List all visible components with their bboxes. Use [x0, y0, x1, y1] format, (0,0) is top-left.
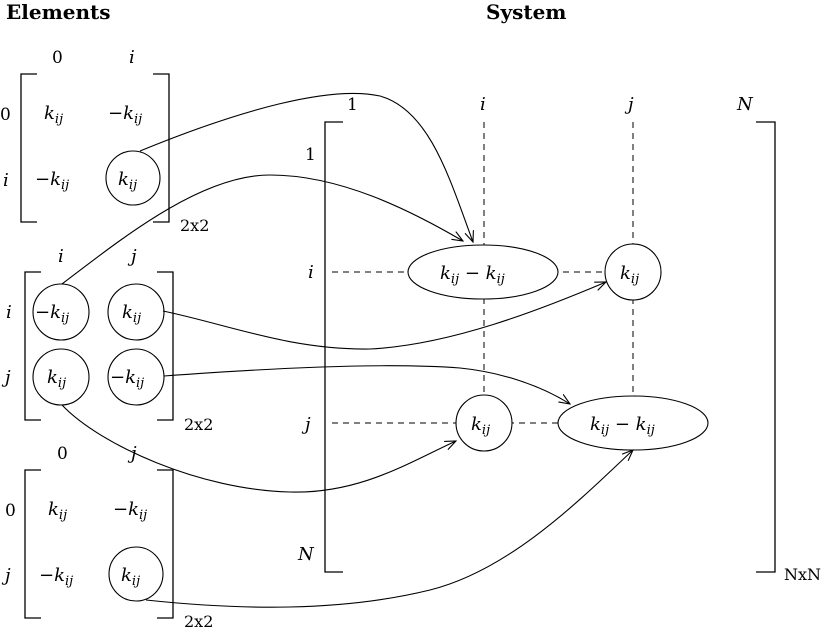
e2-circle-00	[32, 283, 90, 341]
e1-left-bracket	[20, 73, 37, 223]
e3-row-label-0: 0	[5, 501, 16, 521]
e3-col-label-0: 0	[57, 444, 68, 464]
e1-highlight-circle	[105, 150, 161, 206]
e3-cell-11: kij​	[121, 565, 140, 589]
e1-col-label-1: i	[129, 47, 135, 68]
e3-row-label-1: j	[1, 565, 11, 586]
e2-circle-11	[107, 348, 165, 406]
e1-cell-10: −kij​	[35, 169, 69, 193]
sys-col-label-j: j	[624, 94, 634, 115]
e1-col-label-0: 0	[52, 48, 63, 68]
e1-size-label: 2x2	[180, 216, 209, 235]
sys-row-label-1: 1	[305, 145, 316, 165]
e1-row-label-0: 0	[0, 105, 11, 125]
sys-size-label: NxN	[784, 565, 821, 584]
e2-size-label: 2x2	[184, 415, 213, 434]
sys-col-label-i: i	[480, 94, 486, 115]
e3-cell-00: kij​	[48, 499, 67, 523]
e1-row-label-1: i	[3, 170, 9, 191]
e3-right-bracket	[157, 469, 174, 619]
element-matrix-2: i j i j −kij​ kij​ kij​ −kij​ 2x2	[1, 246, 213, 434]
e2-col-label-0: i	[58, 246, 64, 267]
e3-cell-10: −kij​	[39, 565, 73, 589]
e1-cell-01: −kij​	[108, 103, 142, 127]
sys-row-label-j: j	[301, 414, 311, 435]
sys-entry-ji: kij​	[471, 414, 490, 438]
sys-entry-jj: kij​ − kij​	[590, 414, 655, 438]
e2-cell-10: kij​	[47, 367, 66, 391]
arrow-e2-ji-to-sys-ji	[61, 404, 456, 493]
assembly-arrows	[61, 92, 633, 608]
e3-size-label: 2x2	[184, 612, 213, 630]
e2-row-label-1: j	[1, 367, 11, 388]
e2-left-bracket	[24, 271, 41, 421]
arrow-e3-jj-to-sys-jj	[145, 450, 633, 608]
e3-highlight-circle	[108, 546, 164, 602]
element-matrix-1: 0 i 0 i kij​ −kij​ −kij​ kij​ 2x2	[0, 47, 209, 235]
sys-entry-ij-circle	[604, 243, 662, 301]
e1-cell-00: kij​	[44, 103, 63, 127]
sys-entry-ji-circle	[455, 394, 513, 452]
e2-row-label-0: i	[6, 302, 12, 323]
sys-right-bracket	[756, 121, 776, 573]
sys-entry-ii-ellipse	[407, 244, 559, 300]
e3-col-label-1: j	[127, 443, 137, 464]
arrow-e2-jj-to-sys-jj	[163, 365, 570, 404]
sys-col-label-n: N	[736, 94, 754, 115]
e3-left-bracket	[24, 469, 41, 619]
sys-row-label-i: i	[308, 262, 314, 283]
sys-col-label-1: 1	[347, 95, 358, 115]
arrow-e1-ii-to-sys-ii	[139, 92, 473, 242]
e1-cell-11: kij​	[118, 169, 137, 193]
e2-circle-10	[32, 348, 90, 406]
sys-row-label-n: N	[297, 544, 315, 565]
e1-right-bracket	[153, 73, 170, 223]
arrow-e2-ij-to-sys-ij	[162, 282, 606, 350]
arrow-e2-ii-to-sys-ii	[61, 174, 463, 285]
sys-entry-ij: kij​	[620, 263, 639, 287]
sys-entry-ii: kij​ − kij​	[440, 263, 505, 287]
e2-circle-01	[107, 283, 165, 341]
e2-col-label-1: j	[127, 246, 137, 267]
e2-right-bracket	[157, 271, 174, 421]
e3-cell-01: −kij​	[113, 499, 147, 523]
element-matrix-3: 0 j 0 j kij​ −kij​ −kij​ kij​ 2x2	[1, 443, 213, 630]
system-matrix: 1 i j N 1 i j N kij​ − kij​ kij​ kij​ ki…	[297, 94, 821, 584]
elements-heading: Elements	[6, 0, 111, 24]
e2-cell-01: kij​	[122, 302, 141, 326]
system-heading: System	[486, 0, 566, 24]
